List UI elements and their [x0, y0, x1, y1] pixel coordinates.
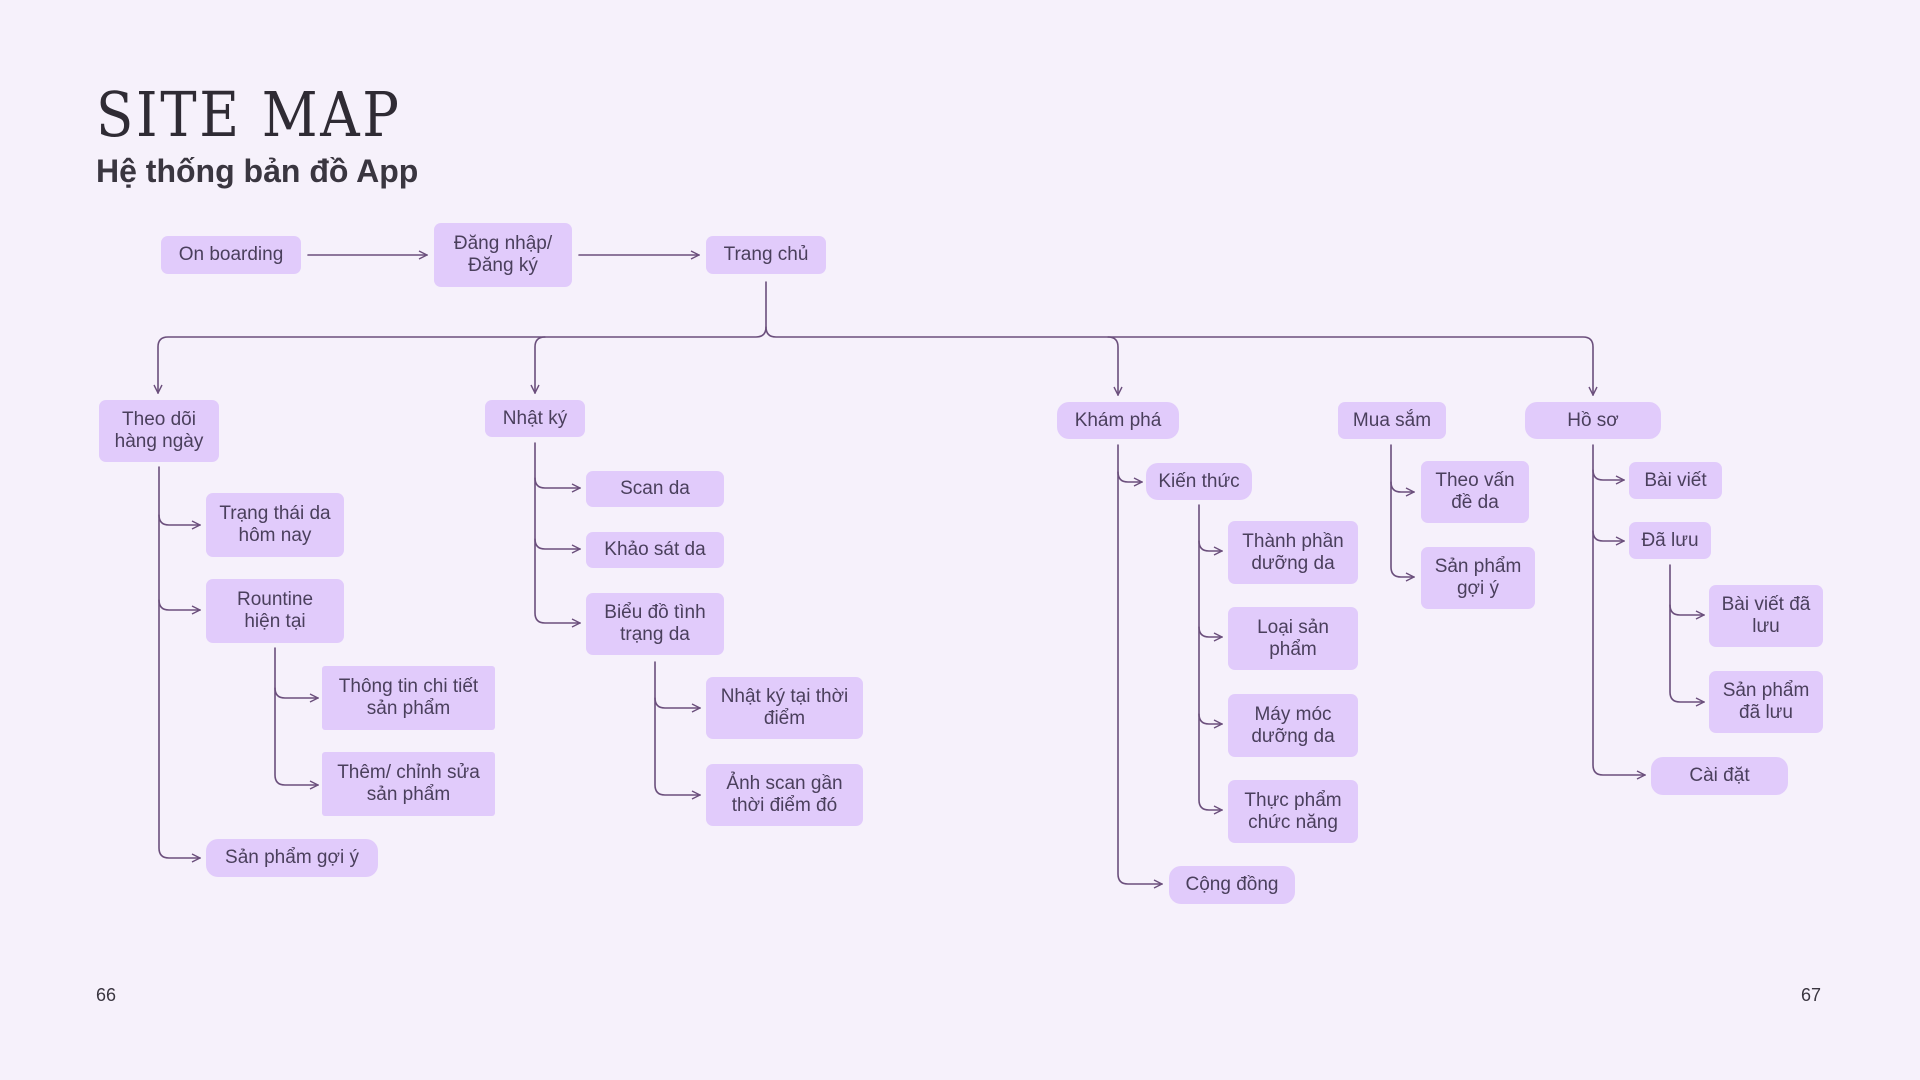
node-shop-suggested[interactable]: Sản phẩm gợi ý: [1421, 547, 1535, 609]
node-knowledge[interactable]: Kiến thức: [1146, 463, 1252, 500]
node-posts[interactable]: Bài viết: [1629, 462, 1722, 499]
node-home[interactable]: Trang chủ: [706, 236, 826, 274]
node-suggested-products[interactable]: Sản phẩm gợi ý: [206, 839, 378, 877]
saved-spine: [1669, 564, 1704, 702]
node-skin-state-today[interactable]: Trạng thái da hôm nay: [206, 493, 344, 557]
routine-spine: [274, 647, 318, 785]
home-branch-bus: [158, 281, 767, 393]
node-login[interactable]: Đăng nhập/ Đăng ký: [434, 223, 572, 287]
page-number-left: 66: [96, 985, 117, 1005]
node-saved[interactable]: Đã lưu: [1629, 522, 1711, 559]
node-profile[interactable]: Hồ sơ: [1525, 402, 1661, 439]
chart-spine: [654, 661, 700, 795]
node-skincare-ingredients[interactable]: Thành phần dưỡng da: [1228, 521, 1358, 584]
node-skin-scan[interactable]: Scan da: [586, 471, 724, 507]
daily-spine: [158, 466, 200, 858]
node-skincare-devices[interactable]: Máy móc dưỡng da: [1228, 694, 1358, 757]
node-saved-posts[interactable]: Bài viết đã lưu: [1709, 585, 1823, 647]
branch-explore: [1107, 336, 1118, 395]
node-current-routine[interactable]: Rountine hiện tại: [206, 579, 344, 643]
page-title: SITE MAP: [96, 78, 402, 151]
node-settings[interactable]: Cài đặt: [1651, 757, 1788, 795]
node-supplements[interactable]: Thực phẩm chức năng: [1228, 780, 1358, 843]
node-product-types[interactable]: Loại sản phẩm: [1228, 607, 1358, 670]
node-product-detail[interactable]: Thông tin chi tiết sản phẩm: [322, 666, 495, 730]
node-daily-tracking[interactable]: Theo dõi hàng ngày: [99, 400, 219, 462]
node-add-edit-product[interactable]: Thêm/ chỉnh sửa sản phẩm: [322, 752, 495, 816]
node-moment-diary[interactable]: Nhật ký tại thời điểm: [706, 677, 863, 739]
node-scan-photo[interactable]: Ảnh scan gần thời điểm đó: [706, 764, 863, 826]
diary-spine: [534, 442, 580, 623]
node-skin-chart[interactable]: Biểu đồ tình trạng da: [586, 593, 724, 655]
node-skin-survey[interactable]: Khảo sát da: [586, 532, 724, 568]
home-branch-bus-right: [765, 326, 1593, 395]
shop-spine: [1390, 444, 1414, 577]
profile-spine: [1592, 444, 1645, 775]
node-diary[interactable]: Nhật ký: [485, 400, 585, 437]
node-explore[interactable]: Khám phá: [1057, 402, 1179, 439]
page-subtitle: Hệ thống bản đồ App: [96, 153, 419, 189]
node-community[interactable]: Cộng đồng: [1169, 866, 1295, 904]
node-saved-products[interactable]: Sản phẩm đã lưu: [1709, 671, 1823, 733]
node-shopping[interactable]: Mua sắm: [1338, 402, 1446, 439]
node-by-skin-issue[interactable]: Theo vấn đề da: [1421, 461, 1529, 523]
explore-spine: [1117, 444, 1162, 884]
node-onboarding[interactable]: On boarding: [161, 236, 301, 274]
knowledge-spine: [1198, 504, 1222, 810]
page-number-right: 67: [1801, 985, 1822, 1005]
branch-diary: [535, 336, 546, 393]
